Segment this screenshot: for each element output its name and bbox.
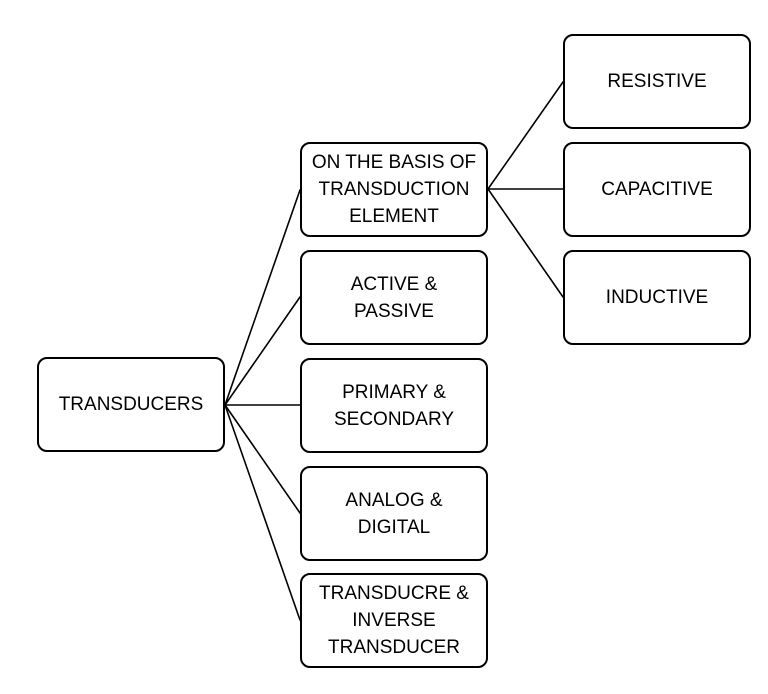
node-on-the-basis-of-transduction-element: ON THE BASIS OF TRANSDUCTION ELEMENT bbox=[300, 142, 488, 237]
edge-root-to-transducer-inverse bbox=[224, 404, 301, 621]
edge-transduction-to-resistive bbox=[487, 81, 564, 190]
node-capacitive: CAPACITIVE bbox=[563, 142, 751, 237]
node-primary-secondary: PRIMARY & SECONDARY bbox=[300, 358, 488, 453]
node-active-passive: ACTIVE & PASSIVE bbox=[300, 250, 488, 345]
edge-root-to-analog-digital bbox=[224, 404, 301, 514]
edge-transduction-to-inductive bbox=[487, 188, 564, 298]
node-resistive: RESISTIVE bbox=[563, 34, 751, 129]
edge-root-to-active-passive bbox=[224, 296, 301, 406]
node-analog-digital: ANALOG & DIGITAL bbox=[300, 466, 488, 561]
edge-root-to-transduction-element bbox=[224, 189, 301, 406]
node-transducers: TRANSDUCERS bbox=[37, 357, 225, 452]
node-inductive: INDUCTIVE bbox=[563, 250, 751, 345]
node-transducre-inverse-transducer: TRANSDUCRE & INVERSE TRANSDUCER bbox=[300, 573, 488, 668]
